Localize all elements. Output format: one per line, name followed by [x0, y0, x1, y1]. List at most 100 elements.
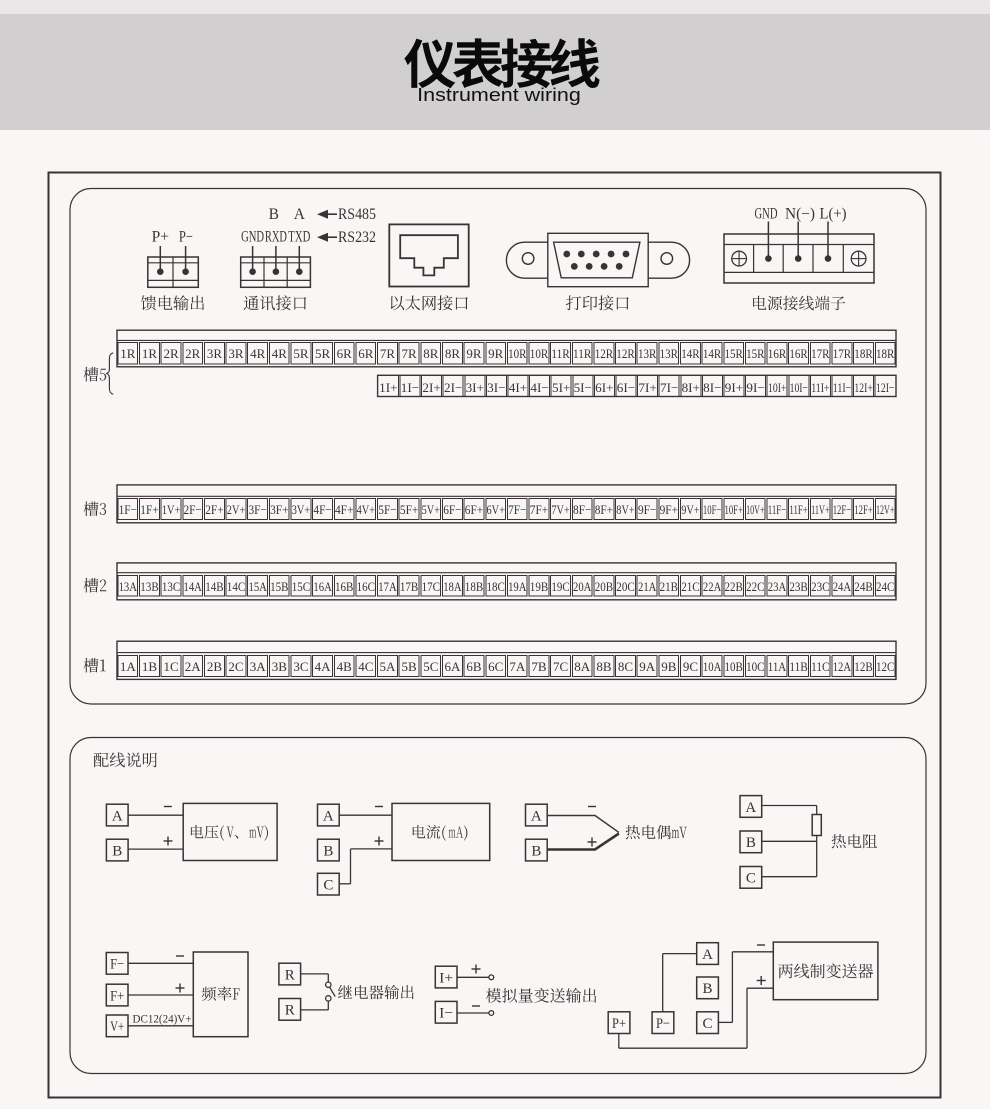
svg-text:9I+: 9I+	[725, 380, 743, 395]
svg-text:TXD: TXD	[288, 229, 310, 246]
svg-text:11R: 11R	[573, 346, 592, 361]
svg-text:N(−): N(−)	[785, 206, 815, 223]
svg-text:24A: 24A	[833, 579, 852, 594]
svg-text:16C: 16C	[357, 579, 375, 594]
svg-text:8F−: 8F−	[573, 502, 591, 517]
svg-text:21B: 21B	[660, 579, 679, 594]
svg-text:12B: 12B	[854, 659, 873, 674]
svg-text:22B: 22B	[725, 579, 744, 594]
svg-text:6F+: 6F+	[465, 502, 483, 517]
svg-text:4B: 4B	[337, 659, 353, 674]
svg-text:A: A	[294, 206, 306, 223]
svg-text:GND: GND	[241, 229, 264, 246]
svg-text:14R: 14R	[681, 346, 700, 361]
svg-text:4I+: 4I+	[509, 380, 527, 395]
svg-text:10R: 10R	[508, 346, 527, 361]
svg-text:12F−: 12F−	[833, 502, 851, 517]
svg-text:B: B	[112, 843, 122, 859]
svg-text:12I+: 12I+	[854, 380, 872, 395]
svg-text:A: A	[531, 808, 542, 824]
svg-text:I+: I+	[439, 970, 453, 986]
svg-text:18A: 18A	[443, 579, 462, 594]
svg-text:23A: 23A	[768, 579, 787, 594]
svg-text:5R: 5R	[315, 346, 331, 361]
svg-text:6I+: 6I+	[595, 380, 613, 395]
svg-text:8B: 8B	[596, 659, 612, 674]
svg-text:6V+: 6V+	[487, 502, 505, 517]
svg-text:4A: 4A	[315, 659, 332, 674]
svg-text:15R: 15R	[725, 346, 744, 361]
svg-text:2A: 2A	[185, 659, 202, 674]
svg-text:11R: 11R	[551, 346, 570, 361]
svg-text:18C: 18C	[487, 579, 505, 594]
svg-text:7I+: 7I+	[638, 380, 656, 395]
svg-text:10F−: 10F−	[703, 502, 721, 517]
svg-text:18R: 18R	[876, 346, 895, 361]
svg-text:14C: 14C	[227, 579, 245, 594]
svg-text:P−: P−	[179, 229, 193, 246]
svg-text:10B: 10B	[725, 659, 744, 674]
svg-text:4V+: 4V+	[357, 502, 375, 517]
svg-text:L(+): L(+)	[820, 206, 847, 223]
svg-text:10V+: 10V+	[746, 502, 764, 517]
svg-text:16R: 16R	[768, 346, 787, 361]
svg-text:10F+: 10F+	[725, 502, 743, 517]
svg-text:R: R	[285, 967, 295, 983]
svg-text:9R: 9R	[466, 346, 482, 361]
svg-text:6R: 6R	[358, 346, 374, 361]
svg-text:C: C	[703, 1016, 713, 1032]
svg-text:I−: I−	[439, 1006, 453, 1022]
svg-text:RS485: RS485	[338, 206, 376, 223]
svg-text:10R: 10R	[530, 346, 549, 361]
svg-text:17R: 17R	[811, 346, 830, 361]
svg-text:6A: 6A	[444, 659, 461, 674]
svg-text:5F−: 5F−	[378, 502, 396, 517]
svg-text:12V+: 12V+	[876, 502, 894, 517]
svg-text:16A: 16A	[313, 579, 332, 594]
svg-text:11V+: 11V+	[811, 502, 829, 517]
svg-text:1F−: 1F−	[119, 502, 137, 517]
svg-text:2F−: 2F−	[184, 502, 202, 517]
svg-text:11I+: 11I+	[811, 380, 829, 395]
svg-text:24C: 24C	[876, 579, 894, 594]
svg-text:8V+: 8V+	[616, 502, 634, 517]
svg-text:3R: 3R	[207, 346, 223, 361]
svg-text:R: R	[285, 1003, 295, 1019]
svg-text:1I+: 1I+	[379, 380, 397, 395]
svg-text:9F+: 9F+	[660, 502, 678, 517]
svg-text:12R: 12R	[595, 346, 614, 361]
svg-text:2F+: 2F+	[205, 502, 223, 517]
svg-text:17B: 17B	[400, 579, 419, 594]
svg-text:5B: 5B	[402, 659, 418, 674]
svg-text:5F+: 5F+	[400, 502, 418, 517]
svg-text:7R: 7R	[380, 346, 396, 361]
svg-text:23C: 23C	[811, 579, 829, 594]
svg-text:P+: P+	[152, 229, 169, 246]
svg-text:F+: F+	[110, 988, 124, 1004]
svg-text:4F+: 4F+	[335, 502, 353, 517]
svg-text:16R: 16R	[789, 346, 808, 361]
svg-text:24B: 24B	[854, 579, 873, 594]
svg-text:9C: 9C	[683, 659, 698, 674]
svg-text:P+: P+	[612, 1016, 626, 1032]
svg-text:7F+: 7F+	[530, 502, 548, 517]
svg-text:14A: 14A	[184, 579, 203, 594]
svg-text:4R: 4R	[250, 346, 266, 361]
svg-text:17A: 17A	[378, 579, 397, 594]
svg-text:9A: 9A	[639, 659, 656, 674]
svg-text:3F−: 3F−	[249, 502, 267, 517]
svg-text:5V+: 5V+	[422, 502, 440, 517]
svg-text:8F+: 8F+	[595, 502, 613, 517]
svg-text:1A: 1A	[120, 659, 137, 674]
svg-text:17C: 17C	[422, 579, 440, 594]
svg-text:1F+: 1F+	[140, 502, 158, 517]
svg-text:21C: 21C	[681, 579, 699, 594]
svg-text:1R: 1R	[142, 346, 158, 361]
svg-text:9F−: 9F−	[638, 502, 656, 517]
svg-text:23B: 23B	[789, 579, 808, 594]
svg-text:7B: 7B	[531, 659, 547, 674]
svg-text:16B: 16B	[335, 579, 354, 594]
svg-text:8I+: 8I+	[682, 380, 700, 395]
svg-text:12R: 12R	[616, 346, 635, 361]
svg-text:1B: 1B	[142, 659, 158, 674]
